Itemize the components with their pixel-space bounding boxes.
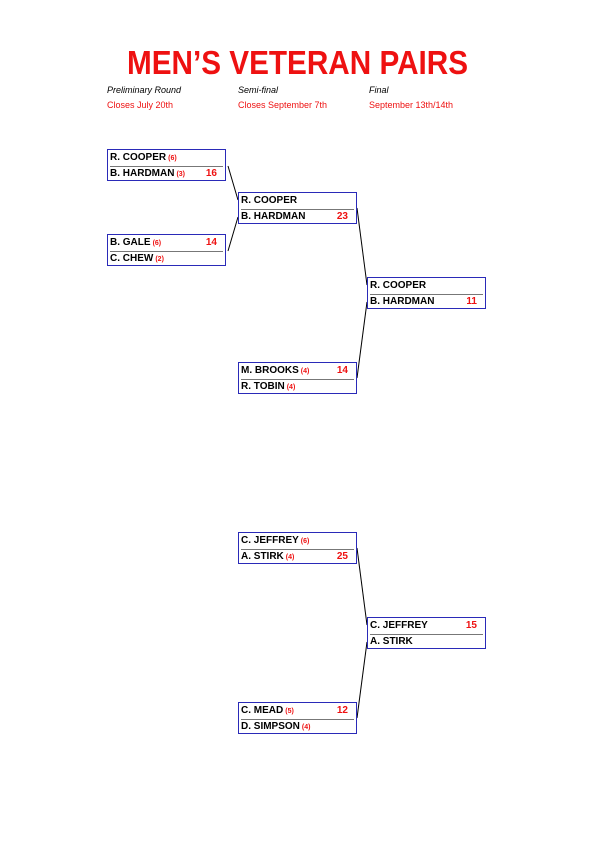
player-row: R. COOPER(6) — [110, 150, 223, 167]
player-name: C. JEFFREY — [370, 620, 428, 631]
match-semifinal-2: M. BROOKS(4) 14 R. TOBIN(4) — [238, 362, 357, 394]
player-name: B. HARDMAN — [110, 168, 175, 179]
match-final-2: C. JEFFREY 15 A. STIRK — [367, 617, 486, 649]
player-row: B. HARDMAN 11 — [370, 294, 483, 310]
player-seed: (4) — [286, 384, 296, 391]
player-seed: (6) — [168, 155, 177, 162]
player-name: A. STIRK — [241, 551, 284, 562]
connector-m3-m5 — [356, 207, 368, 286]
round-label-final: Final — [369, 85, 389, 95]
player-row: R. COOPER — [370, 278, 483, 295]
match-prelim-1: R. COOPER(6) B. HARDMAN(3) 16 — [107, 149, 226, 181]
player-seed: (6) — [300, 538, 310, 545]
round-label-preliminary: Preliminary Round — [107, 85, 182, 95]
player-seed: (2) — [155, 256, 164, 263]
round-date-semifinal: Closes September 7th — [238, 100, 328, 110]
player-seed: (5) — [285, 708, 294, 715]
player-name: R. TOBIN — [241, 381, 285, 392]
match-semifinal-3: C. JEFFREY(6) A. STIRK(4) 25 — [238, 532, 357, 564]
player-seed: (4) — [285, 554, 295, 561]
player-score: 23 — [336, 211, 348, 222]
player-name: B. HARDMAN — [241, 211, 306, 222]
player-name: D. SIMPSON — [241, 721, 300, 732]
connector-m6-m8 — [356, 547, 368, 626]
player-seed: (6) — [152, 240, 162, 247]
round-date-preliminary: Closes July 20th — [107, 100, 174, 110]
player-row: B. HARDMAN(3) 16 — [110, 166, 223, 182]
player-row: M. BROOKS(4) 14 — [241, 363, 354, 380]
player-name: R. COOPER — [370, 280, 427, 291]
player-row: R. COOPER — [241, 193, 354, 210]
match-final-1: R. COOPER B. HARDMAN 11 — [367, 277, 486, 309]
connector-m2-m3 — [227, 216, 239, 252]
player-row: C. MEAD(5) 12 — [241, 703, 354, 720]
player-score: 16 — [205, 168, 217, 179]
player-score: 14 — [336, 365, 348, 376]
player-seed: (3) — [176, 171, 186, 178]
player-row: B. HARDMAN 23 — [241, 209, 354, 225]
player-score: 12 — [336, 705, 348, 716]
player-row: D. SIMPSON(4) — [241, 719, 354, 735]
player-name: A. STIRK — [370, 636, 413, 647]
round-date-final: September 13th/14th — [369, 100, 454, 110]
player-name: B. HARDMAN — [370, 296, 435, 307]
player-name: C. CHEW — [110, 253, 154, 264]
player-name: C. MEAD — [241, 705, 284, 716]
match-prelim-2: B. GALE(6) 14 C. CHEW(2) — [107, 234, 226, 266]
player-row: B. GALE(6) 14 — [110, 235, 223, 252]
player-seed: (4) — [301, 724, 311, 731]
player-score: 25 — [336, 551, 348, 562]
connector-m1-m3 — [227, 165, 239, 201]
match-semifinal-1: R. COOPER B. HARDMAN 23 — [238, 192, 357, 224]
player-row: C. JEFFREY(6) — [241, 533, 354, 550]
player-name: B. GALE — [110, 237, 151, 248]
player-name: C. JEFFREY — [241, 535, 299, 546]
player-row: A. STIRK — [370, 634, 483, 650]
page-title: MEN’S VETERAN PAIRS — [126, 44, 469, 81]
player-score: 11 — [466, 296, 477, 307]
player-row: R. TOBIN(4) — [241, 379, 354, 395]
player-seed: (4) — [300, 368, 310, 375]
connector-m7-m8 — [356, 641, 368, 719]
player-name: R. COOPER — [110, 152, 167, 163]
player-row: A. STIRK(4) 25 — [241, 549, 354, 565]
round-label-semifinal: Semi-final — [238, 85, 279, 95]
player-score: 14 — [205, 237, 217, 248]
player-name: M. BROOKS — [241, 365, 299, 376]
player-name: R. COOPER — [241, 195, 298, 206]
player-row: C. CHEW(2) — [110, 251, 223, 267]
match-semifinal-4: C. MEAD(5) 12 D. SIMPSON(4) — [238, 702, 357, 734]
player-row: C. JEFFREY 15 — [370, 618, 483, 635]
connector-m4-m5 — [356, 301, 368, 379]
player-score: 15 — [465, 620, 477, 631]
